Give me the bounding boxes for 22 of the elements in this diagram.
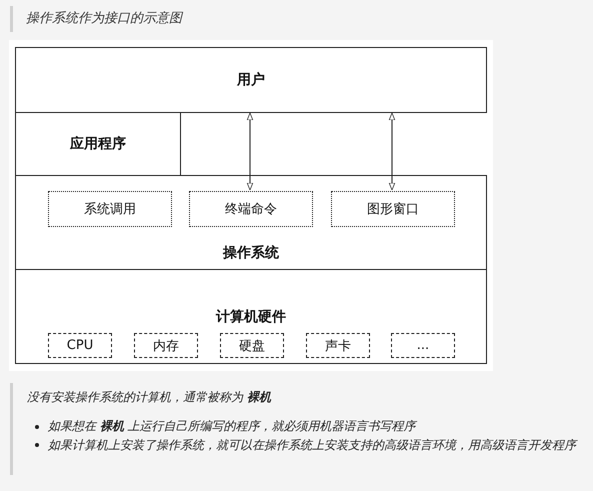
component-box: 声卡 <box>306 333 370 358</box>
layer-label: 应用程序 <box>70 135 126 153</box>
layer-box <box>15 47 487 113</box>
note-text: 没有安装操作系统的计算机，通常被称为 裸机 <box>27 389 271 406</box>
component-box: CPU <box>48 333 112 358</box>
layer-box <box>15 269 487 364</box>
layer-box <box>15 112 181 176</box>
double-arrow <box>246 112 254 190</box>
component-box: ... <box>391 333 455 358</box>
title: 操作系统作为接口的示意图 <box>26 10 182 27</box>
layer-label: 计算机硬件 <box>216 308 286 326</box>
component-box: 内存 <box>134 333 198 358</box>
component-box: 图形窗口 <box>331 191 455 227</box>
component-box: 硬盘 <box>220 333 284 358</box>
note-text: 如果计算机上安装了操作系统，就可以在操作系统上安装支持的高级语言环境，用高级语言开发程序 <box>48 437 579 454</box>
component-box: 系统调用 <box>48 191 172 227</box>
component-box: 终端命令 <box>189 191 313 227</box>
layer-box <box>15 175 487 270</box>
note-text: 如果想在 裸机 上运行自己所编写的程序，就必须用机器语言书写程序 <box>48 418 416 435</box>
layer-label: 用户 <box>237 71 265 89</box>
layer-label: 操作系统 <box>223 244 279 262</box>
double-arrow <box>388 112 396 190</box>
